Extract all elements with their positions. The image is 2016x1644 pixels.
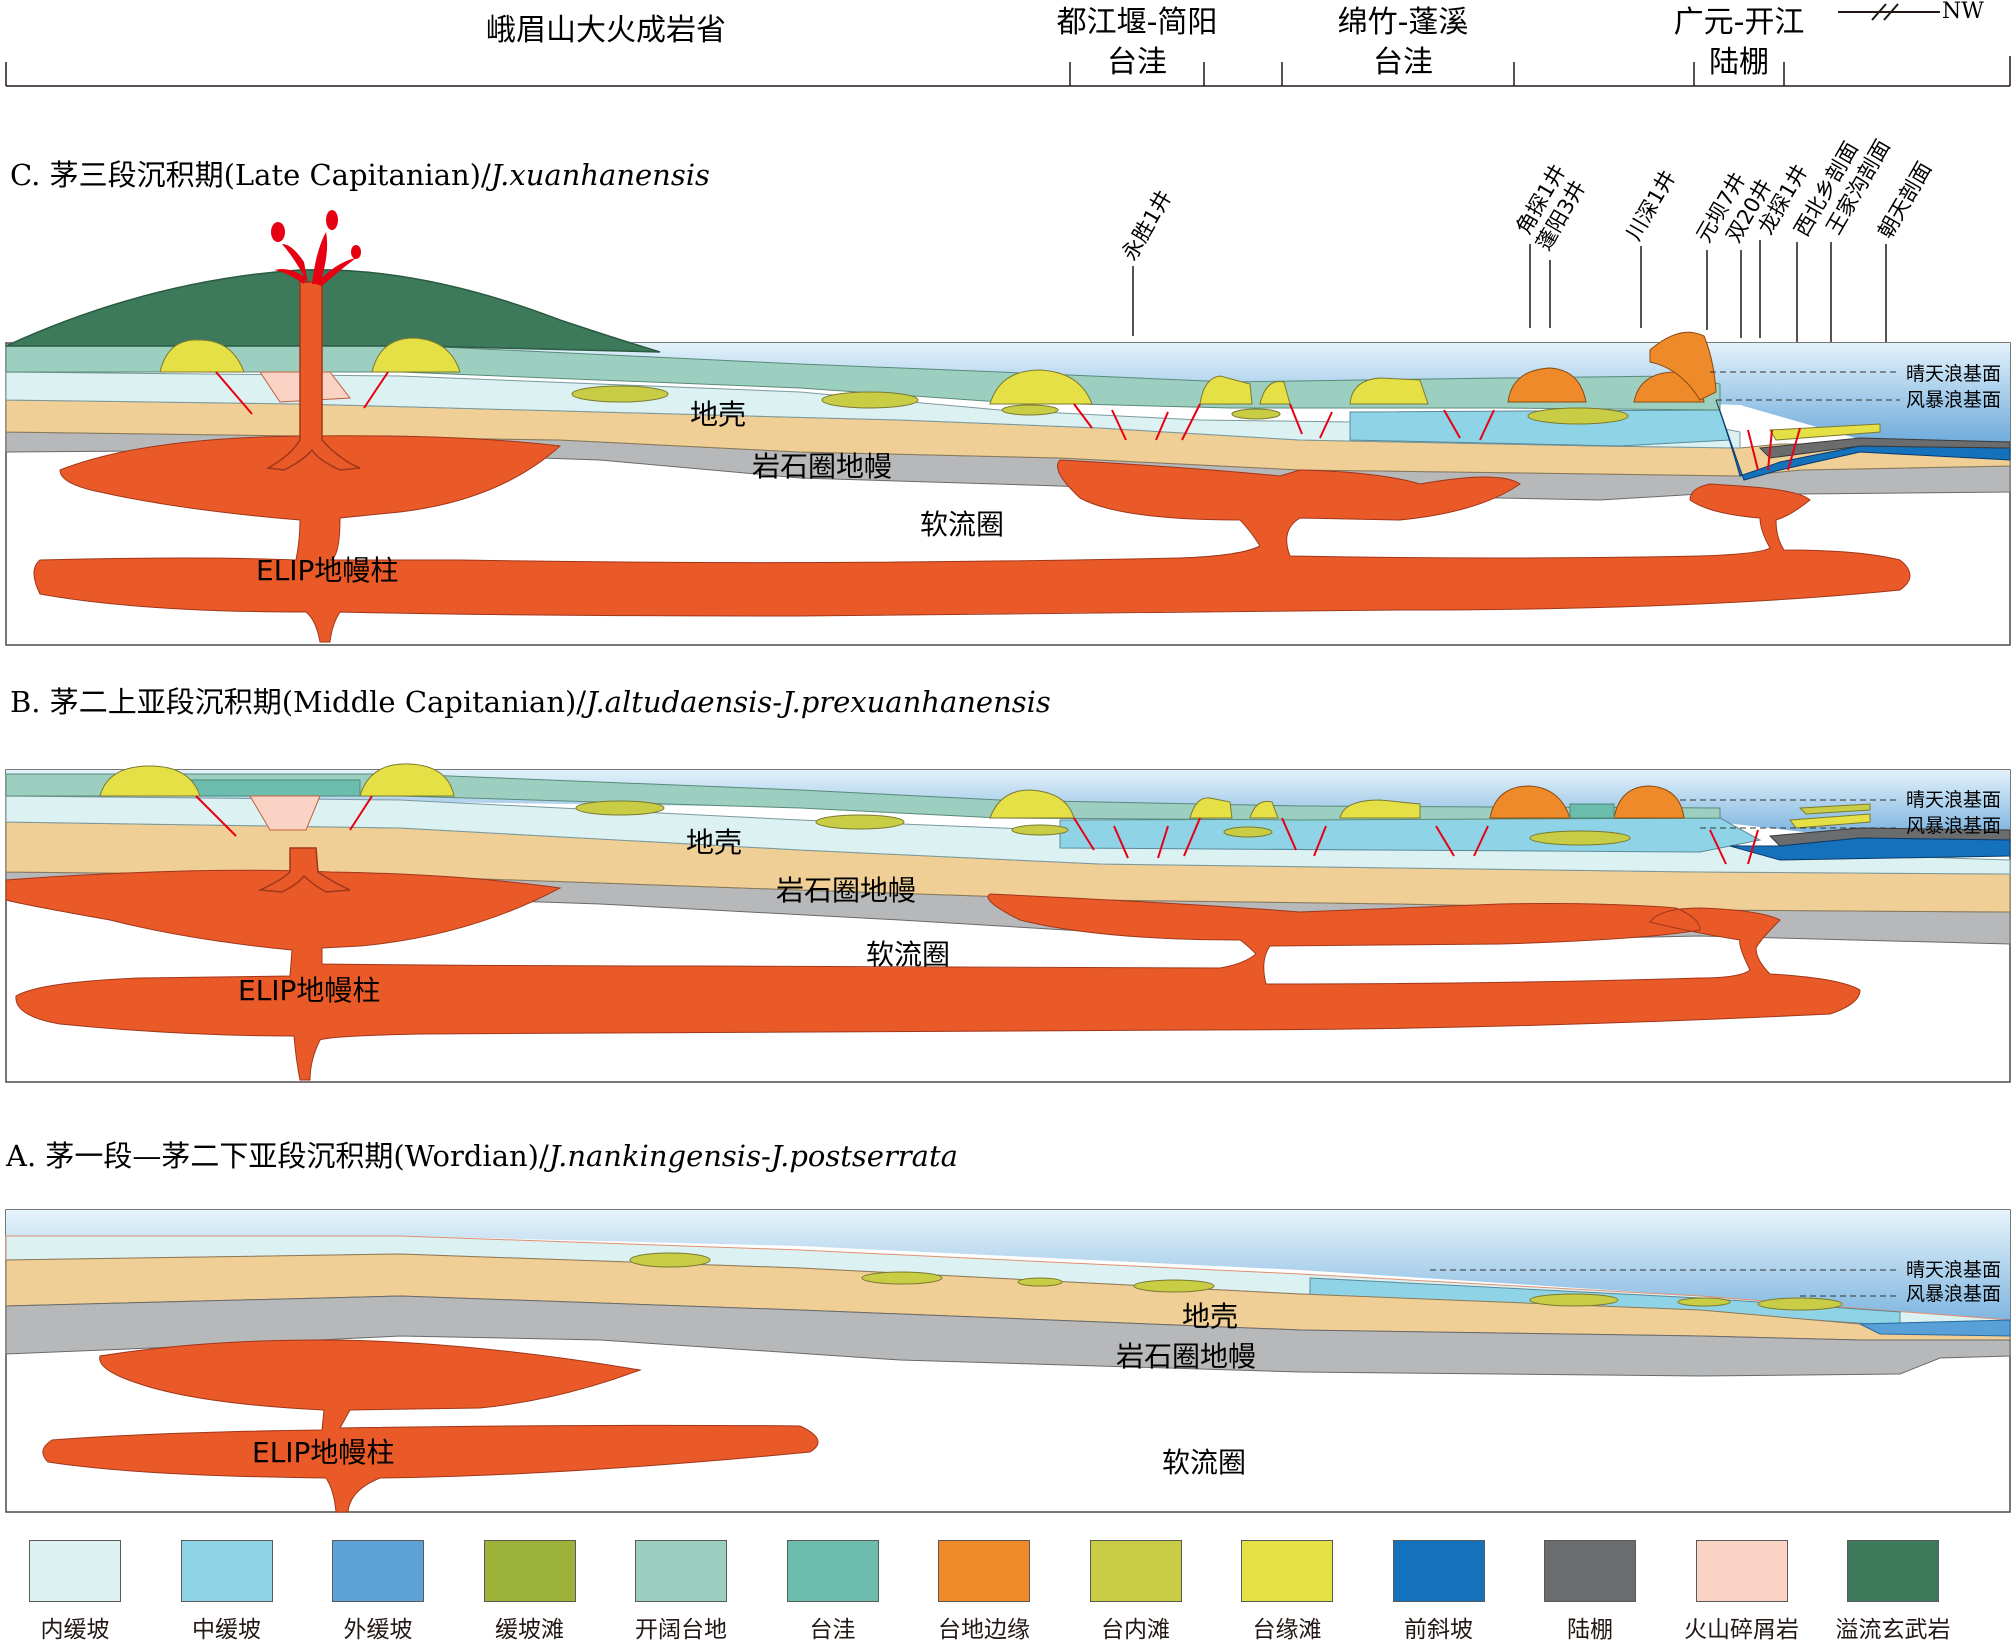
header: 峨眉山大火成岩省 都江堰-简阳 台洼 绵竹-蓬溪 台洼 广元-开江 陆棚 NW — [5, 0, 2011, 87]
well-labels: 永胜1井 角探1井 蓬阳3井 川深1井 元坝7井 双20井 龙探1井 西北乡剖面… — [1118, 136, 1937, 265]
legend-label: 台内滩 — [1101, 1617, 1170, 1643]
region-dujiangyan-line1: 都江堰-简阳 — [1057, 5, 1218, 40]
legend-swatch — [1847, 1540, 1939, 1602]
layer-plume-c: ELIP地幔柱 — [256, 554, 398, 587]
volcanic-eruption-icon — [271, 210, 361, 286]
legend-item: 陆棚 — [1515, 1540, 1665, 1644]
legend-item: 外缓坡 — [303, 1540, 453, 1644]
elip-mantle-plume — [33, 435, 1911, 643]
region-dujiangyan-line2: 台洼 — [1107, 45, 1167, 80]
layer-crust-b: 地壳 — [686, 826, 742, 859]
storm-wave-base-a: 风暴浪基面 — [1906, 1283, 2001, 1305]
fair-weather-wave-base-a: 晴天浪基面 — [1906, 1259, 2001, 1281]
legend-swatch — [1089, 1540, 1182, 1602]
legend-item: 缓坡滩 — [455, 1540, 605, 1644]
legend-item: 前斜坡 — [1364, 1540, 1514, 1644]
legend-item: 火山碎屑岩 — [1667, 1540, 1817, 1644]
flood-basalt — [5, 268, 661, 353]
legend-label: 台洼 — [809, 1617, 856, 1643]
legend-item: 开阔台地 — [606, 1540, 756, 1644]
legend-item: 台内滩 — [1061, 1540, 1211, 1644]
legend-label: 火山碎屑岩 — [1684, 1617, 1799, 1643]
region-mianzhu-line2: 台洼 — [1373, 45, 1433, 80]
legend-label: 中缓坡 — [192, 1617, 261, 1643]
legend-label: 缓坡滩 — [495, 1617, 564, 1643]
layer-asthenosphere-b: 软流圈 — [866, 938, 950, 971]
region-mianzhu-line1: 绵竹-蓬溪 — [1338, 5, 1469, 40]
legend-item: 中缓坡 — [152, 1540, 302, 1644]
legend-item: 台洼 — [758, 1540, 908, 1644]
legend-item: 溢流玄武岩 — [1818, 1540, 1968, 1644]
legend-swatch — [29, 1540, 121, 1602]
compass-label: NW — [1942, 0, 1984, 24]
legend-swatch — [332, 1540, 424, 1602]
well-chaotian: 朝天剖面 — [1874, 158, 1937, 243]
panel-c-title: C. 茅三段沉积期(Late Capitanian)/J.xuanhanensi… — [10, 158, 710, 192]
legend-label: 内缓坡 — [40, 1617, 110, 1643]
layer-asthenosphere-c: 软流圈 — [920, 508, 1004, 541]
well-yongsheng1: 永胜1井 — [1118, 186, 1177, 264]
region-emeishan: 峨眉山大火成岩省 — [486, 13, 726, 48]
storm-wave-base-b: 风暴浪基面 — [1906, 815, 2001, 837]
well-lines — [1132, 240, 1887, 342]
legend-swatch — [938, 1540, 1030, 1602]
legend-item: 台地边缘 — [909, 1540, 1059, 1644]
legend-item: 内缓坡 — [0, 1540, 150, 1644]
compass-arrow-icon — [1838, 3, 1940, 21]
legend-item: 台缘滩 — [1212, 1540, 1362, 1644]
panel-b: B. 茅二上亚段沉积期(Middle Capitanian)/J.altudae… — [5, 685, 2011, 1083]
well-chuanshen1: 川深1井 — [1622, 166, 1681, 244]
panel-c: C. 茅三段沉积期(Late Capitanian)/J.xuanhanensi… — [5, 136, 2011, 646]
legend-label: 外缓坡 — [343, 1617, 413, 1643]
layer-plume-a: ELIP地幔柱 — [252, 1436, 394, 1469]
legend-label: 开阔台地 — [635, 1617, 727, 1643]
legend-swatch — [1241, 1540, 1333, 1602]
layer-crust-a: 地壳 — [1182, 1300, 1238, 1333]
region-guangyuan-line2: 陆棚 — [1709, 45, 1769, 80]
panel-b-title: B. 茅二上亚段沉积期(Middle Capitanian)/J.altudae… — [10, 685, 1051, 719]
legend: 内缓坡 中缓坡 外缓坡 缓坡滩 开阔台地 台洼 台地边缘 台内滩 台缘滩 前斜坡 陆棚 火山碎屑岩 溢流… — [0, 1530, 2016, 1644]
legend-swatch — [1392, 1540, 1485, 1602]
layer-lithosphere-a: 岩石圈地幔 — [1116, 1340, 1256, 1373]
legend-label: 陆棚 — [1567, 1617, 1613, 1643]
layer-lithosphere-b: 岩石圈地幔 — [776, 874, 916, 907]
layer-crust-c: 地壳 — [690, 398, 746, 431]
layer-asthenosphere-a: 软流圈 — [1162, 1446, 1246, 1479]
legend-swatch — [635, 1540, 727, 1602]
legend-swatch — [786, 1540, 879, 1602]
fair-weather-wave-base-b: 晴天浪基面 — [1906, 789, 2001, 811]
legend-swatch — [1695, 1540, 1788, 1602]
fair-weather-wave-base-c: 晴天浪基面 — [1906, 363, 2001, 385]
legend-label: 溢流玄武岩 — [1835, 1617, 1951, 1643]
legend-label: 前斜坡 — [1404, 1617, 1473, 1643]
legend-label: 台地边缘 — [938, 1617, 1030, 1643]
legend-label: 台缘滩 — [1252, 1617, 1322, 1643]
legend-swatch — [180, 1540, 273, 1602]
panel-a: A. 茅一段—茅二下亚段沉积期(Wordian)/J.nankingensis-… — [5, 1139, 2011, 1513]
layer-lithosphere-c: 岩石圈地幔 — [752, 450, 892, 483]
fault-lines — [215, 371, 1801, 471]
layer-plume-b: ELIP地幔柱 — [238, 974, 380, 1007]
panel-a-title: A. 茅一段—茅二下亚段沉积期(Wordian)/J.nankingensis-… — [5, 1139, 958, 1173]
storm-wave-base-c: 风暴浪基面 — [1906, 389, 2001, 411]
legend-swatch — [483, 1540, 576, 1602]
region-guangyuan-line1: 广元-开江 — [1674, 5, 1805, 40]
legend-swatch — [1544, 1540, 1636, 1602]
